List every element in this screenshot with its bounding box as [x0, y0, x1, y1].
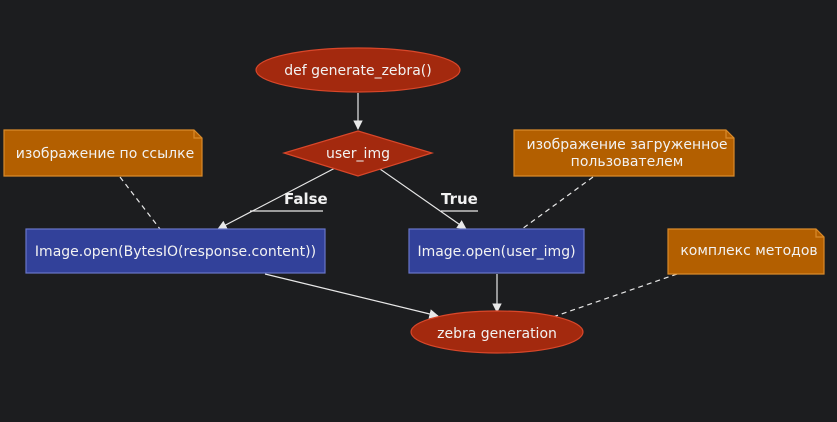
decision-node: user_img [281, 130, 435, 177]
note-user-label-line1: изображение загруженное [526, 137, 727, 153]
process-user-label: Image.open(user_img) [417, 244, 575, 260]
edge-label-true: True [441, 190, 478, 208]
note-url: изображение по ссылке [3, 129, 203, 177]
start-node: def generate_zebra() [255, 47, 461, 93]
note-user: изображение загруженное пользователем [513, 129, 735, 177]
edge-decision-to-process-user [379, 168, 467, 230]
note-link-user [521, 176, 594, 230]
end-node-label: zebra generation [437, 326, 557, 342]
note-methods: комплекс методов [667, 228, 825, 275]
edge-label-true-group: True [441, 190, 478, 212]
edge-decision-to-process-url [217, 166, 338, 230]
start-node-label: def generate_zebra() [284, 63, 431, 79]
process-url-label: Image.open(BytesIO(response.content)) [35, 244, 316, 260]
edge-process-url-to-end [264, 273, 439, 319]
process-user-node: Image.open(user_img) [408, 228, 585, 274]
note-link-url [119, 176, 161, 230]
end-node: zebra generation [410, 310, 584, 354]
edge-label-false-group: False [250, 190, 328, 212]
edge-label-false: False [284, 190, 328, 208]
note-user-label-line2: пользователем [571, 154, 684, 170]
decision-node-label: user_img [326, 146, 390, 162]
note-methods-label: комплекс методов [680, 243, 817, 259]
process-url-node: Image.open(BytesIO(response.content)) [25, 228, 326, 274]
note-url-label: изображение по ссылке [16, 146, 194, 162]
note-link-methods [549, 273, 678, 319]
